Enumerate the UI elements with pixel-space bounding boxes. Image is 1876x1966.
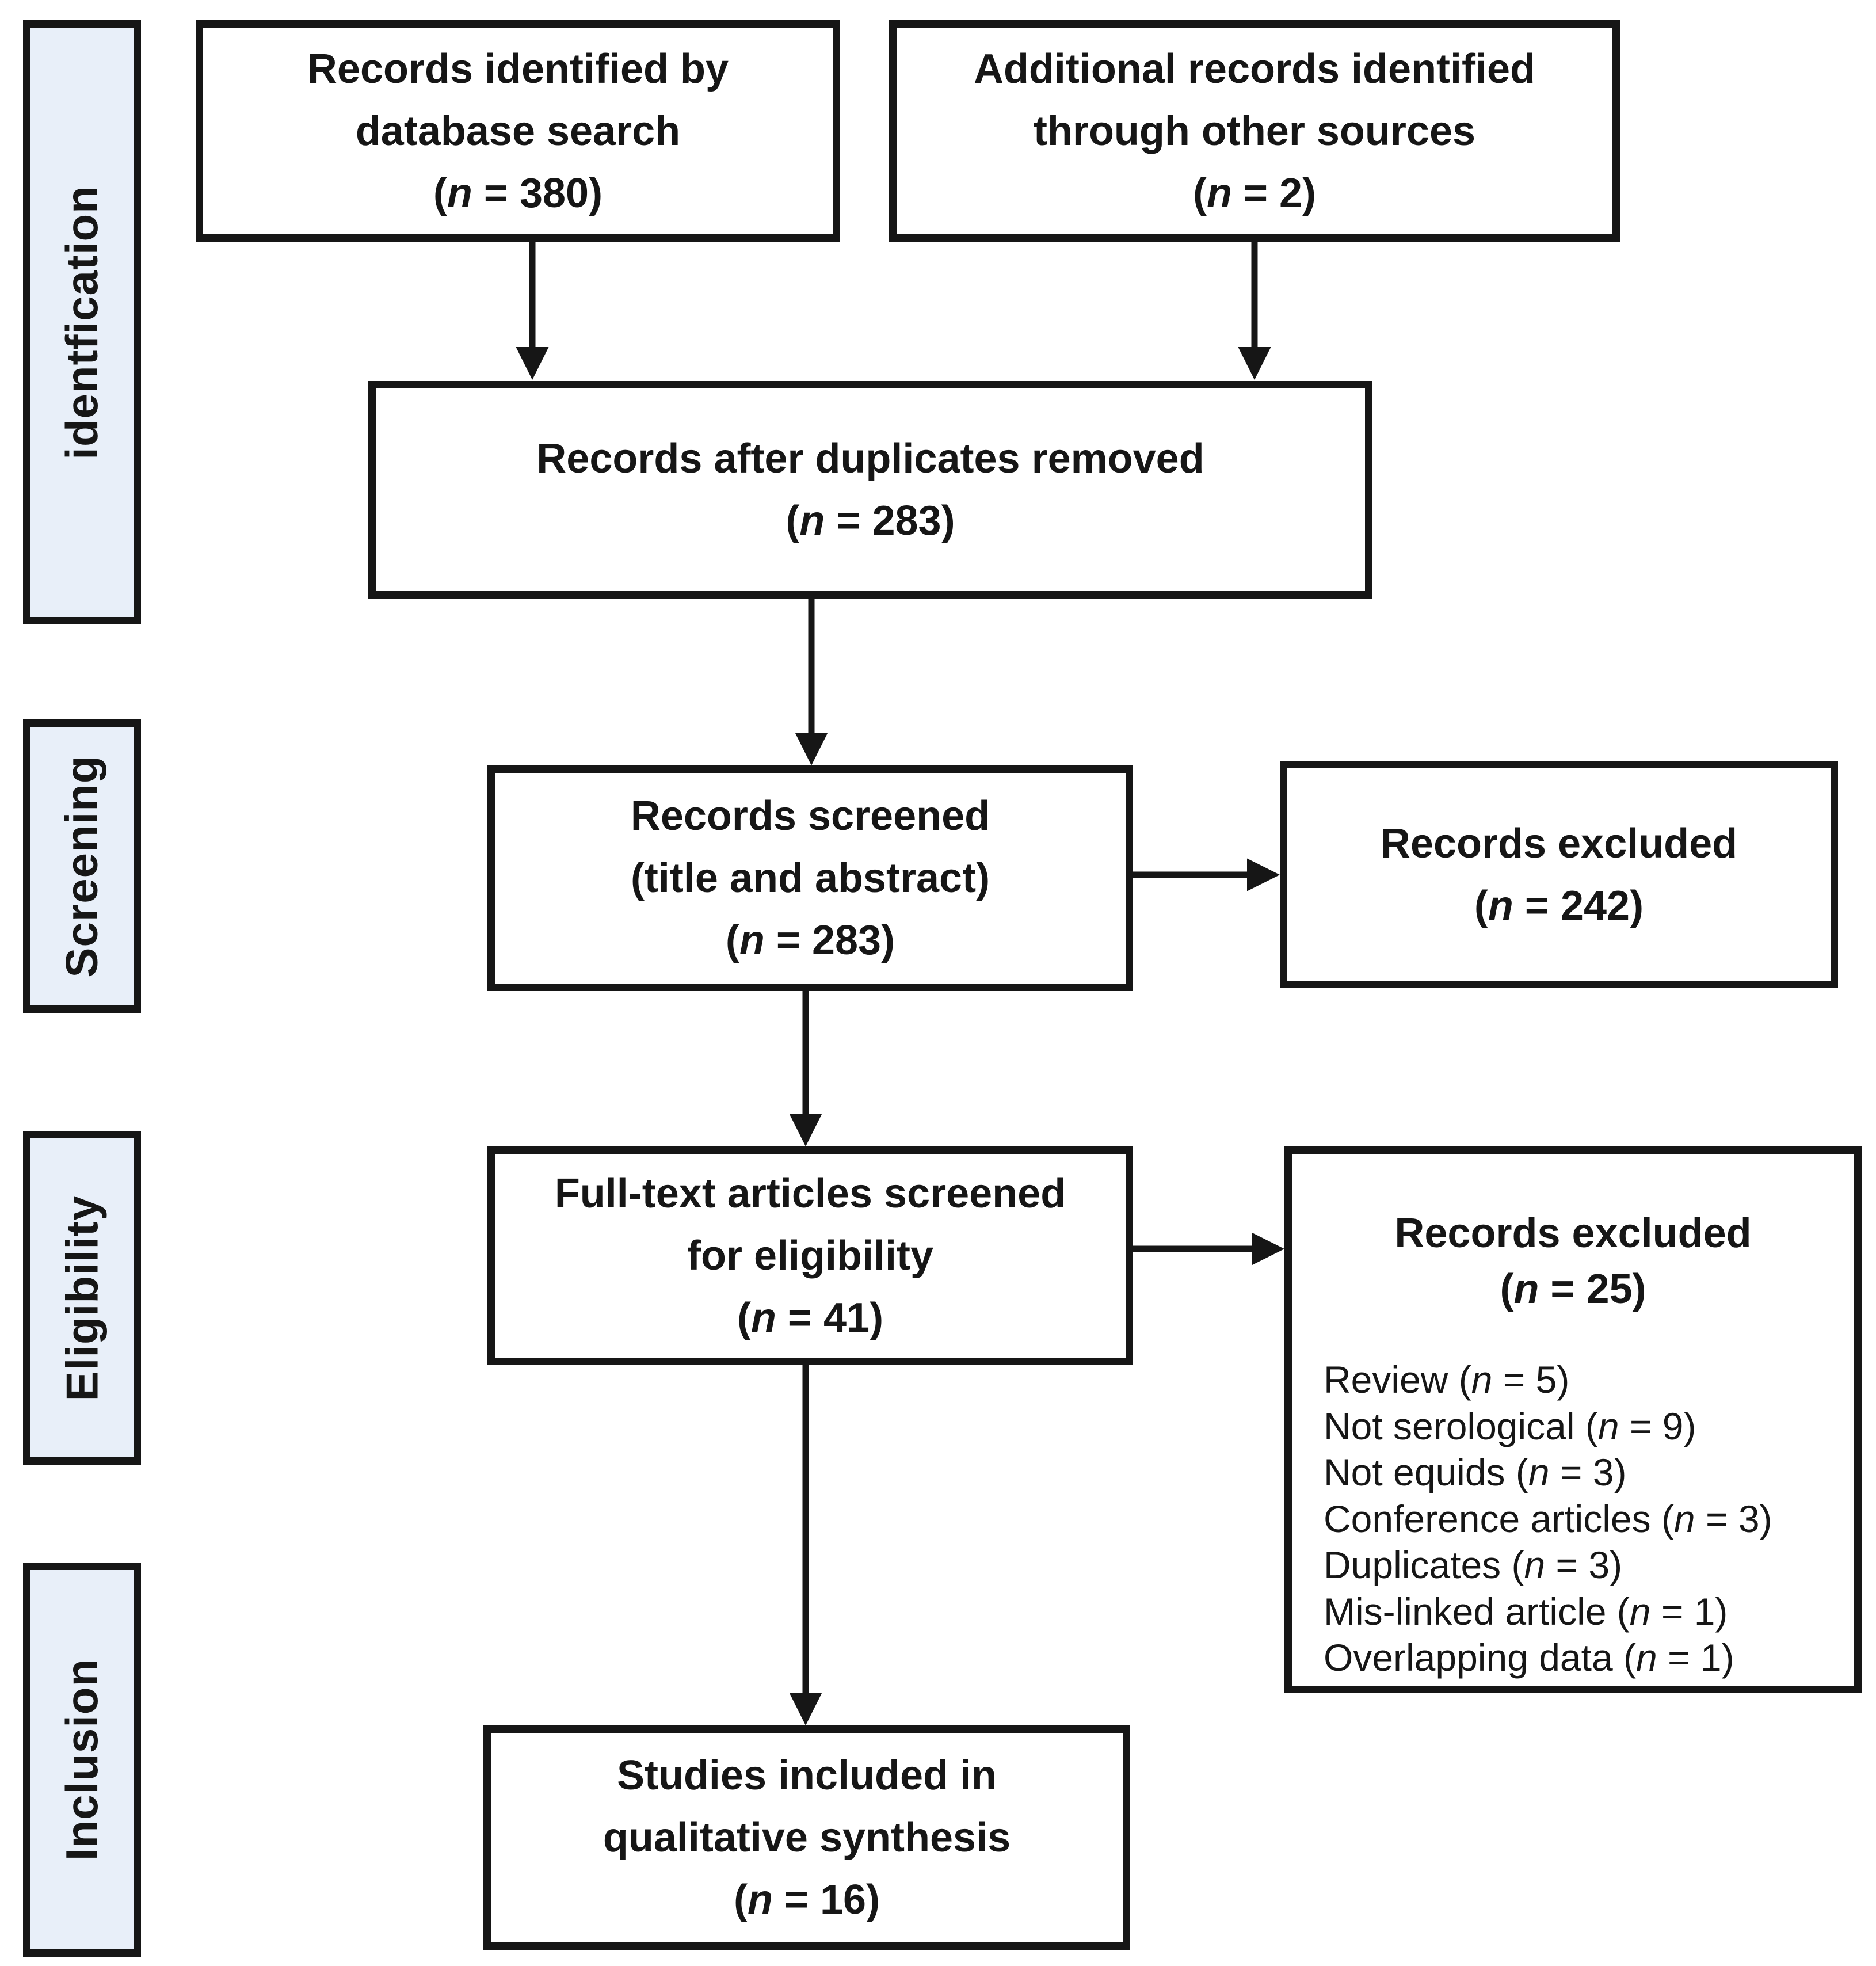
- box-line: Additional records identified: [973, 45, 1536, 92]
- stage-screening-label: Screening: [56, 755, 108, 978]
- stage-screening: Screening: [23, 719, 141, 1013]
- box-records-screened: Records screened (title and abstract) (n…: [487, 765, 1133, 991]
- stage-inclusion: Inclusion: [23, 1563, 141, 1957]
- box-count: (n = 283): [786, 498, 955, 544]
- box-count: (n = 41): [737, 1295, 884, 1341]
- box-count: (n = 380): [433, 170, 603, 216]
- stage-eligibility-label: Eligibility: [56, 1195, 108, 1401]
- stage-eligibility: Eligibility: [23, 1131, 141, 1465]
- box-line: (title and abstract): [630, 855, 990, 901]
- box-records-excluded-eligibility: Records excluded (n = 25) Review (n = 5)…: [1284, 1146, 1862, 1693]
- box-line: qualitative synthesis: [603, 1815, 1011, 1861]
- box-count: (n = 16): [733, 1877, 880, 1923]
- exclusion-reason: Review (n = 5): [1324, 1358, 1570, 1401]
- box-additional-records: Additional records identified through ot…: [889, 20, 1620, 242]
- box-studies-included: Studies included in qualitative synthesi…: [483, 1725, 1130, 1950]
- stage-identification-label: identfication: [56, 185, 108, 460]
- box-line: through other sources: [1033, 108, 1476, 154]
- box-count: (n = 242): [1474, 882, 1644, 929]
- box-records-after-duplicates-removed: Records after duplicates removed (n = 28…: [368, 381, 1372, 599]
- box-line: Records screened: [630, 793, 990, 839]
- exclusion-reason: Duplicates (n = 3): [1324, 1544, 1623, 1587]
- box-line: Records excluded: [1394, 1210, 1752, 1256]
- box-records-identified: Records identified by database search (n…: [196, 20, 840, 242]
- box-line: Studies included in: [616, 1752, 997, 1799]
- box-line: Records after duplicates removed: [536, 436, 1204, 482]
- stage-inclusion-label: Inclusion: [56, 1658, 108, 1861]
- box-count: (n = 25): [1500, 1266, 1646, 1313]
- box-line: Records identified by: [307, 45, 729, 92]
- box-records-excluded-screening: Records excluded (n = 242): [1280, 761, 1838, 988]
- box-line: Full-text articles screened: [554, 1171, 1066, 1217]
- exclusion-reason-list: Review (n = 5) Not serological (n = 9) N…: [1292, 1357, 1854, 1681]
- box-line: database search: [355, 108, 681, 154]
- stage-identification: identfication: [23, 20, 141, 624]
- box-count: (n = 283): [725, 917, 895, 963]
- exclusion-reason: Not serological (n = 9): [1324, 1404, 1696, 1447]
- exclusion-reason: Overlapping data (n = 1): [1324, 1636, 1734, 1679]
- box-count: (n = 2): [1192, 170, 1317, 216]
- exclusion-reason: Mis-linked article (n = 1): [1324, 1590, 1728, 1633]
- exclusion-reason: Not equids (n = 3): [1324, 1451, 1627, 1494]
- box-fulltext-screened: Full-text articles screened for eligibil…: [487, 1146, 1133, 1365]
- exclusion-reason: Conference articles (n = 3): [1324, 1497, 1772, 1540]
- box-line: Records excluded: [1380, 820, 1738, 867]
- box-line: for eligibility: [687, 1233, 934, 1279]
